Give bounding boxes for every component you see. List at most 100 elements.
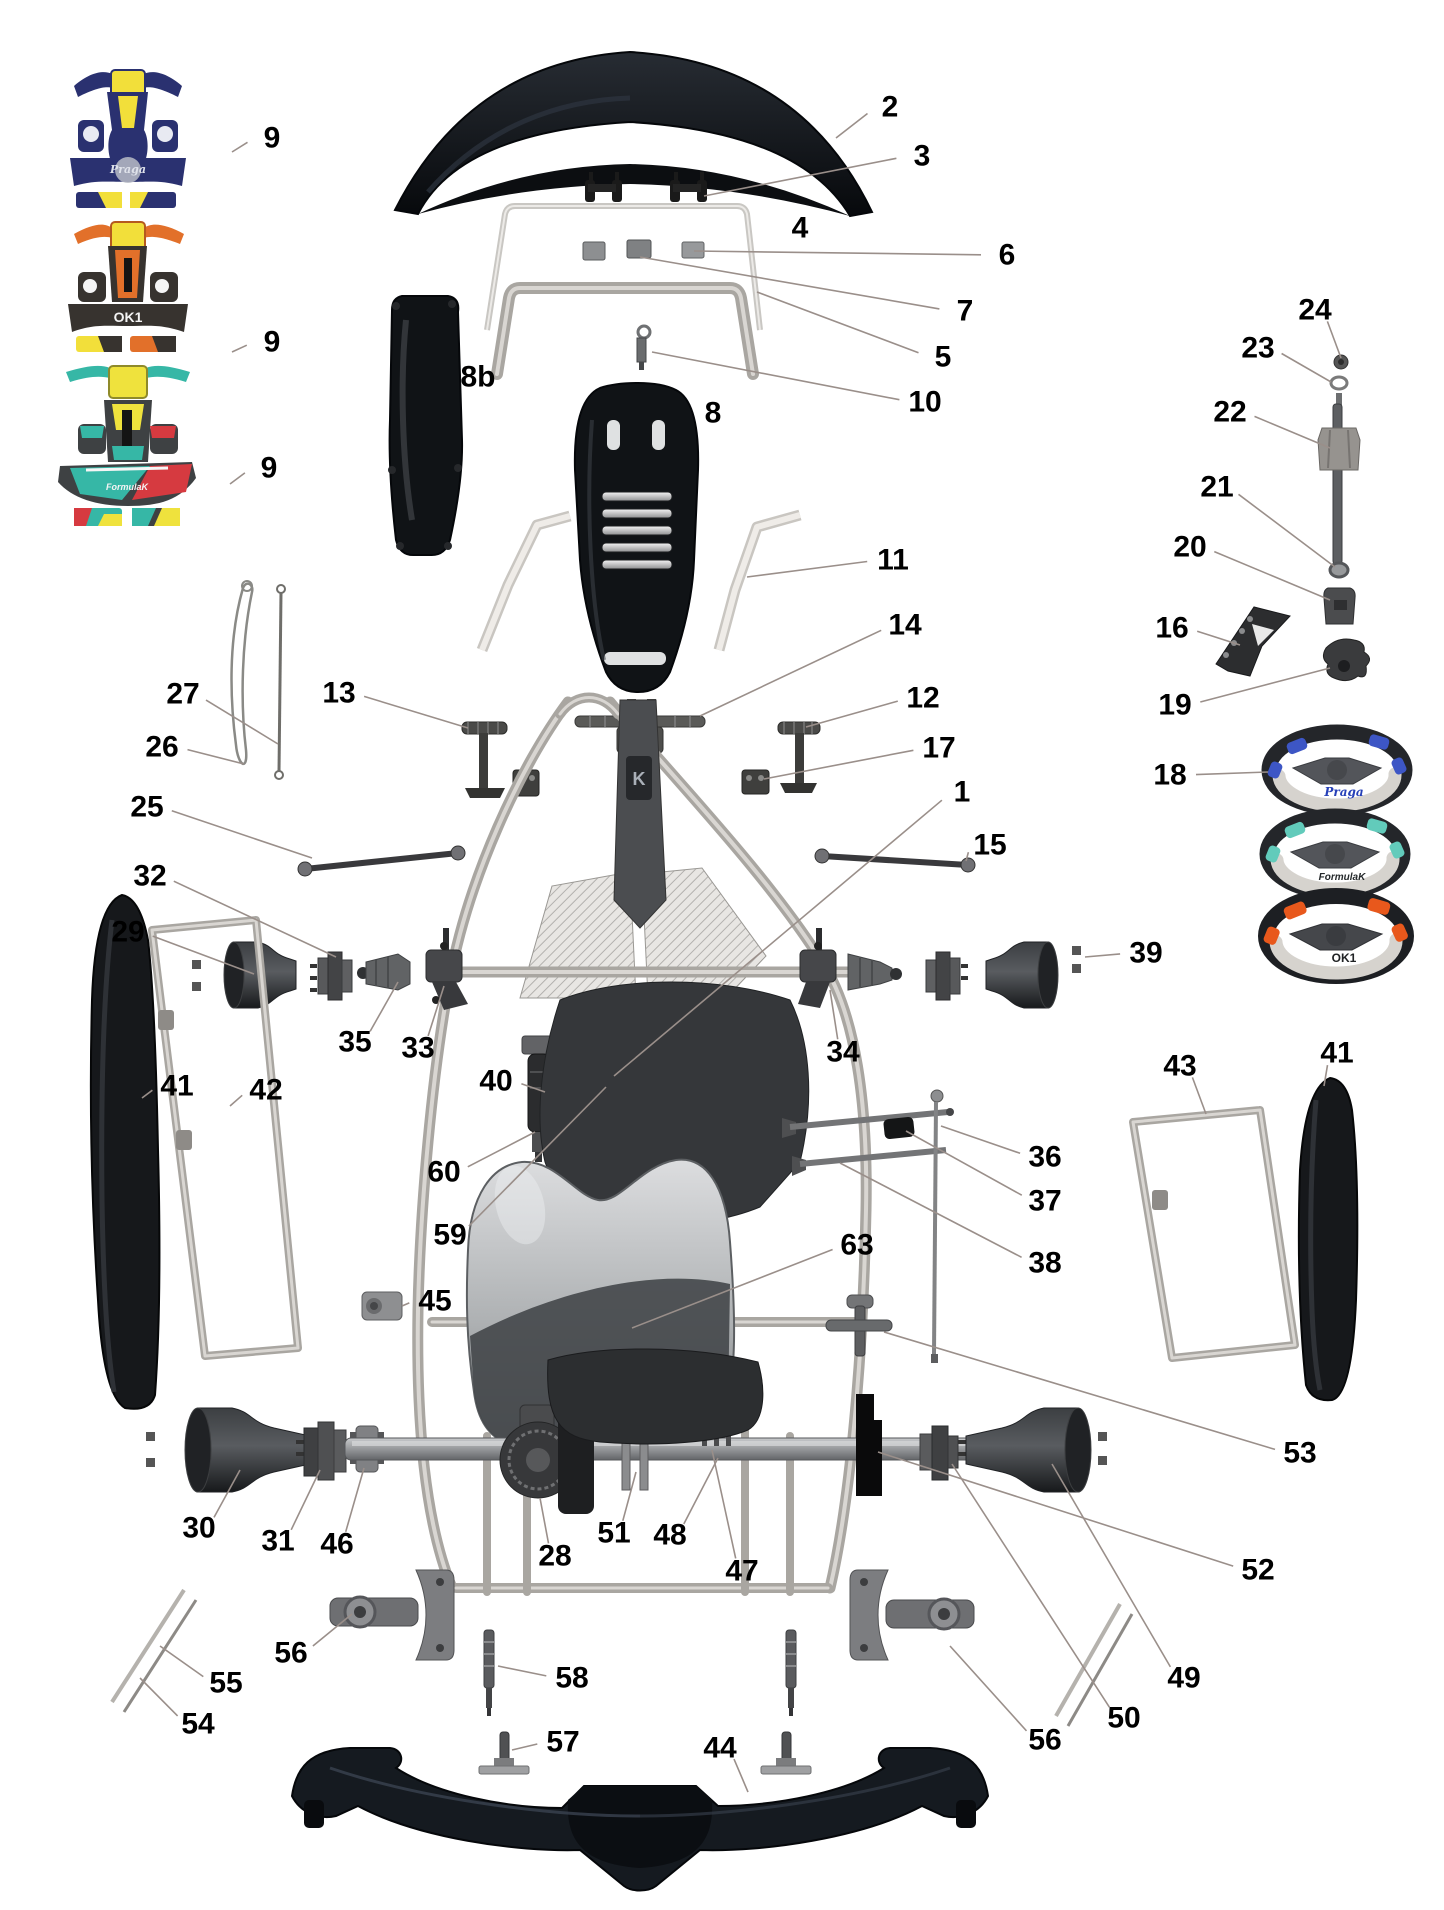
part-number-15: 15 <box>973 829 1006 862</box>
part-number-34: 34 <box>826 1036 860 1069</box>
front-left-kingpin <box>425 928 468 1010</box>
front-left-spindle <box>357 953 411 991</box>
front-right-wheel-group <box>798 928 1081 1009</box>
part-number-3: 3 <box>914 140 931 173</box>
tie-rod-left <box>297 845 466 877</box>
pedal-right <box>777 721 821 793</box>
leader-line-35 <box>369 981 399 1032</box>
leader-line-41 <box>1323 1064 1329 1087</box>
part-number-30: 30 <box>182 1512 215 1545</box>
brake-rod <box>274 584 286 780</box>
mount-plate <box>361 1291 403 1321</box>
part-number-35: 35 <box>338 1026 371 1059</box>
hub-bolts <box>1072 946 1081 955</box>
front-left-wheel-group <box>192 928 468 1010</box>
part-number-27: 27 <box>166 678 199 711</box>
leader-line-9 <box>229 472 246 485</box>
steering-wheel-formulak: FormulaK <box>1259 808 1411 900</box>
t-handle <box>825 1294 893 1357</box>
part-number-47: 47 <box>725 1555 758 1588</box>
axle-stub-right <box>760 1731 812 1775</box>
part-number-7: 7 <box>957 295 974 328</box>
leader-line-13 <box>363 695 469 729</box>
part-number-13: 13 <box>322 677 355 710</box>
part-number-18: 18 <box>1153 759 1186 792</box>
steering-wheel-praga: Praga <box>1261 724 1413 816</box>
bearing-carrier-left <box>329 1569 455 1661</box>
leader-line-31 <box>290 1469 321 1531</box>
rear-left-hub <box>296 1421 347 1481</box>
leader-line-20 <box>1213 550 1331 601</box>
part-number-50: 50 <box>1107 1702 1140 1735</box>
leader-line-39 <box>1084 953 1121 958</box>
part-number-10: 10 <box>908 386 941 419</box>
rear-bumper <box>290 1747 990 1892</box>
seat-bottom <box>547 1348 764 1445</box>
leader-line-41 <box>141 1089 153 1099</box>
leader-line-21 <box>1238 493 1336 568</box>
brake-disc <box>856 1394 882 1496</box>
tie-rod-right <box>814 848 976 873</box>
part-number-46: 46 <box>320 1528 353 1561</box>
part-number-29: 29 <box>111 916 144 949</box>
part-number-24: 24 <box>1298 294 1332 327</box>
side-rods-right <box>1054 1603 1134 1727</box>
sticker-kit-blue: Praga <box>70 69 186 208</box>
part-number-16: 16 <box>1155 612 1188 645</box>
part-number-26: 26 <box>145 731 178 764</box>
part-number-37: 37 <box>1028 1185 1061 1218</box>
leader-line-43 <box>1191 1077 1207 1115</box>
leader-line-57 <box>511 1743 538 1751</box>
sticker-kit-teal: FormulaK <box>58 365 196 526</box>
leader-line-56 <box>949 1645 1028 1732</box>
kit2-brand-text: OK1 <box>114 309 143 325</box>
spacer-blocks <box>582 239 705 261</box>
column-support-plate <box>1215 606 1291 677</box>
kit3-brand-text: FormulaK <box>106 482 150 492</box>
part-number-48: 48 <box>653 1519 686 1552</box>
leader-line-50 <box>951 1463 1111 1708</box>
part-number-33: 33 <box>401 1032 434 1065</box>
leader-line-24 <box>1326 321 1342 359</box>
seat-back <box>539 981 810 1226</box>
side-fairing-panel <box>388 295 464 557</box>
part-number-22: 22 <box>1213 396 1246 429</box>
leader-line-38 <box>839 1162 1022 1259</box>
leader-line-30 <box>213 1469 241 1518</box>
leader-line-42 <box>229 1094 243 1107</box>
axle-stud-right <box>785 1629 797 1716</box>
part-number-8b: 8b <box>460 361 495 394</box>
steering-hub <box>1322 638 1370 682</box>
part-number-28: 28 <box>538 1540 571 1573</box>
part-number-11: 11 <box>877 544 909 577</box>
part-number-5: 5 <box>935 341 952 374</box>
part-number-38: 38 <box>1028 1247 1061 1280</box>
leader-line-10 <box>651 351 900 401</box>
part-number-1: 1 <box>954 776 971 809</box>
column-washer <box>1329 375 1349 391</box>
part-number-44: 44 <box>703 1732 737 1765</box>
leader-line-32 <box>173 880 337 958</box>
part-number-55: 55 <box>209 1667 242 1700</box>
leader-line-16 <box>1196 630 1241 646</box>
leader-line-33 <box>427 985 445 1037</box>
frame-badge-text: K <box>633 769 646 789</box>
part-number-58: 58 <box>555 1662 588 1695</box>
wheel3-brand-text: OK1 <box>1332 951 1357 965</box>
part-number-6: 6 <box>999 239 1016 272</box>
part-number-53: 53 <box>1283 1437 1316 1470</box>
side-pod-right <box>1297 1076 1359 1402</box>
leader-line-7 <box>639 256 940 310</box>
part-number-59: 59 <box>433 1219 466 1252</box>
leader-line-15 <box>965 851 970 862</box>
side-pod-left <box>89 893 161 1410</box>
leader-line-51 <box>622 1471 637 1522</box>
brake-cable <box>230 580 254 765</box>
front-nose-panel <box>573 381 700 694</box>
side-pod-frame-right <box>1129 1106 1299 1362</box>
leader-line-9 <box>231 344 248 353</box>
pod-rods-group <box>782 1089 954 1363</box>
axle-stud-left <box>483 1629 495 1716</box>
